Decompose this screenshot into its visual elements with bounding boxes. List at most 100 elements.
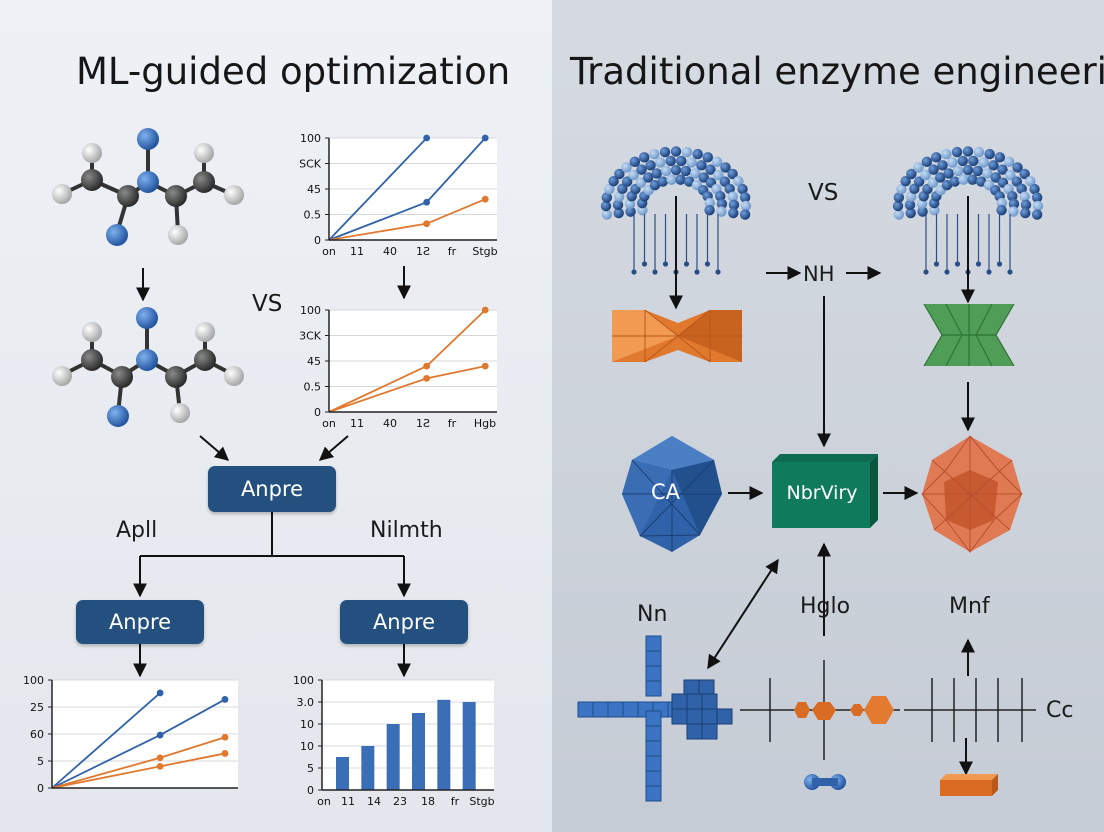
- bead: [617, 183, 628, 195]
- bead-arch-left: [600, 146, 752, 275]
- bead: [629, 156, 641, 168]
- bead: [923, 269, 929, 275]
- y-tick-label: 100: [300, 304, 321, 317]
- orange-polyhedron: [921, 435, 1023, 553]
- bead: [704, 204, 715, 216]
- vs-label-left: VS: [252, 291, 283, 317]
- bead: [641, 261, 648, 267]
- bead: [740, 200, 752, 212]
- bead: [628, 169, 639, 181]
- bead: [715, 269, 721, 275]
- bead: [631, 269, 637, 275]
- block: [645, 650, 662, 667]
- block: [686, 693, 703, 710]
- bead: [666, 174, 677, 185]
- bead: [728, 207, 739, 219]
- bead: [893, 209, 905, 220]
- bead: [681, 146, 693, 158]
- data-point: [481, 306, 489, 314]
- bead: [1019, 168, 1030, 180]
- left-title: ML-guided optimization: [76, 50, 511, 93]
- data-point: [423, 134, 431, 142]
- y-tick-label: 5: [37, 755, 44, 768]
- block: [686, 723, 703, 740]
- bead: [676, 155, 687, 167]
- bead: [986, 269, 992, 275]
- bar: [361, 746, 375, 790]
- bead: [711, 156, 723, 168]
- bead: [933, 261, 940, 267]
- block: [671, 693, 688, 710]
- bead: [649, 179, 661, 191]
- bead: [604, 183, 615, 195]
- bead: [982, 168, 993, 179]
- bead: [696, 160, 707, 171]
- bead: [713, 169, 724, 181]
- block: [701, 693, 718, 710]
- hglo-label: Hglo: [800, 594, 851, 619]
- bead: [949, 176, 960, 187]
- x-tick-label: 18: [421, 795, 435, 808]
- bead: [941, 148, 952, 160]
- bead: [692, 148, 703, 160]
- x-tick-label: fr: [448, 245, 457, 258]
- bead: [716, 198, 728, 210]
- bead: [670, 146, 682, 157]
- anpre-right-button[interactable]: Anpre: [340, 600, 468, 644]
- bead: [937, 160, 948, 171]
- data-point: [156, 754, 164, 762]
- bead: [968, 155, 979, 167]
- molecule-top: [52, 128, 244, 246]
- bead: [972, 165, 984, 177]
- data-point: [156, 689, 164, 697]
- nn-label: Nn: [637, 602, 668, 627]
- bead: [958, 174, 969, 185]
- bead-arch-right: [892, 146, 1044, 275]
- y-tick-label: 100: [300, 132, 321, 145]
- y-tick-label: 45: [307, 355, 321, 368]
- y-tick-label: 0.5: [304, 209, 322, 222]
- bead: [600, 200, 612, 212]
- bead: [716, 206, 727, 217]
- bead: [601, 192, 613, 203]
- block: [577, 701, 594, 718]
- bead: [973, 146, 985, 158]
- bead: [614, 168, 625, 180]
- right-panel: [552, 0, 1104, 832]
- bar: [386, 724, 400, 790]
- x-tick-label: on: [322, 417, 336, 430]
- bead: [702, 152, 713, 163]
- y-tick-label: 0.5: [304, 381, 322, 394]
- block: [622, 701, 639, 718]
- bead: [909, 183, 920, 195]
- anpre-center-button[interactable]: Anpre: [208, 466, 336, 512]
- bar: [437, 699, 451, 790]
- bead: [913, 162, 924, 173]
- block: [716, 708, 733, 725]
- anpre-left-button[interactable]: Anpre: [76, 600, 204, 644]
- bead: [952, 165, 964, 177]
- block: [645, 710, 662, 727]
- bead: [1008, 198, 1020, 210]
- bead: [920, 169, 931, 181]
- y-tick-label: 60: [30, 728, 44, 741]
- apll-label: Apll: [116, 518, 158, 543]
- bead: [978, 157, 989, 168]
- data-point: [156, 731, 164, 739]
- y-tick-label: SCK: [299, 158, 322, 171]
- bead: [951, 146, 963, 158]
- data-point: [221, 733, 229, 741]
- block: [645, 635, 662, 652]
- cc-label: Cc: [1046, 698, 1074, 723]
- bead: [906, 168, 917, 180]
- x-tick-label: Stgb: [469, 795, 494, 808]
- bead: [994, 152, 1005, 163]
- data-point: [481, 134, 489, 142]
- bead: [931, 152, 942, 163]
- bead: [733, 176, 744, 187]
- bead: [657, 176, 668, 187]
- bead: [928, 164, 939, 175]
- bead: [917, 206, 928, 217]
- bead: [904, 199, 916, 211]
